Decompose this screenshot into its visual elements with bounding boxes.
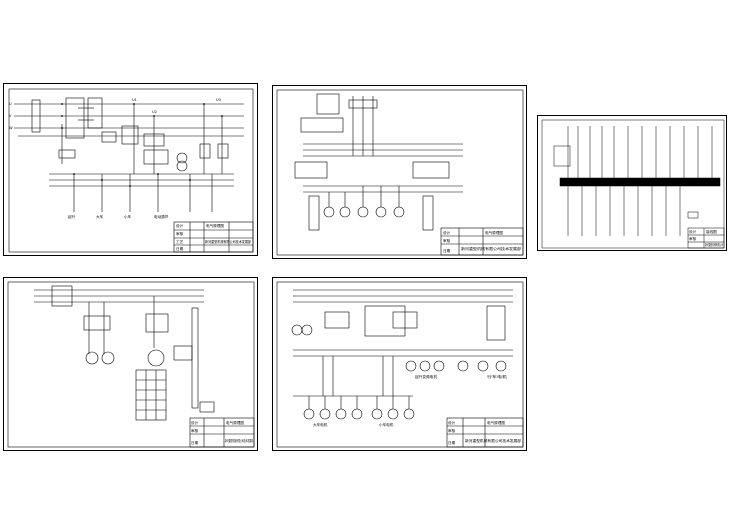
tb3-cell-0: 设计 — [689, 229, 697, 234]
group-label-1: 起升变频电机 — [415, 374, 437, 379]
tb5-cell-0: 设计 — [448, 420, 456, 425]
bottom-label-3: 小车 — [124, 214, 132, 219]
tb5-company: 新河重型机械有限公司技术发展部 — [465, 438, 521, 443]
group-label-4: 小车电机 — [379, 422, 394, 427]
schematic-4: 设计 审核 日期 电气原理图 新河重型机械有限公司技术发展部 — [7, 281, 255, 448]
tb5-cell-1: 审核 — [448, 428, 456, 433]
bottom-label-2: 大车 — [96, 214, 104, 219]
tb2-cell-1: 审核 — [443, 238, 451, 243]
tb2-company: 新河重型机械有限公司技术发展部 — [461, 246, 521, 251]
drawing-sheet-4: 设计 审核 日期 电气原理图 新河重型机械有限公司技术发展部 — [3, 277, 258, 451]
bus-label-u2: U2 — [152, 110, 157, 114]
drawing-sheet-2: 设计 审核 日期 电气原理图 新河重型机械有限公司技术发展部 — [272, 85, 527, 259]
tb2-cell-0: 设计 — [443, 230, 451, 235]
bus-label-u: U — [9, 102, 12, 106]
drawing-sheet-1: U V W U1 U2 U3 起升 大车 小车 电动葫芦 设计 审核 工艺 日期… — [3, 83, 258, 256]
group-label-3: 大车电机 — [313, 422, 328, 427]
tb1-cell-6: 日期 — [176, 246, 184, 251]
tb3-title: 接线图 — [706, 229, 717, 234]
tb2-cell-3: 日期 — [443, 248, 451, 253]
schematic-3: 设计 审核 接线图 新河重型机械有限公司 — [541, 119, 725, 249]
group-label-2: 行车电机 — [487, 374, 508, 379]
tb1-company: 新河重型机械有限公司技术发展部 — [205, 239, 251, 244]
tb1-cell-2: 工艺 — [176, 239, 184, 244]
bus-label-v: V — [9, 114, 12, 118]
bus-label-u1: U1 — [132, 98, 137, 102]
bus-label-w: W — [9, 126, 13, 130]
tb4-cell-0: 设计 — [191, 420, 199, 425]
tb2-title: 电气原理图 — [485, 230, 503, 235]
drawing-sheet-3: 设计 审核 接线图 新河重型机械有限公司 — [537, 115, 727, 251]
schematic-2: 设计 审核 日期 电气原理图 新河重型机械有限公司技术发展部 — [276, 89, 524, 256]
tb3-company: 新河重型机械有限公司 — [705, 242, 723, 247]
tb4-company: 新河重型机械有限公司技术发展部 — [225, 438, 253, 443]
schematic-1: U V W U1 U2 U3 起升 大车 小车 电动葫芦 设计 审核 工艺 日期… — [8, 88, 254, 253]
tb5-cell-3: 日期 — [448, 440, 456, 445]
bus-label-u3: U3 — [216, 98, 221, 102]
tb1-cell-1: 审核 — [176, 231, 184, 236]
bottom-label-4: 电动葫芦 — [154, 214, 169, 219]
schematic-5: 起升变频电机 行车电机 大车电机 小车电机 设计 审核 日期 电气原理图 新河重… — [276, 281, 524, 448]
tb1-title: 电气原理图 — [206, 223, 224, 228]
tb5-title: 电气原理图 — [487, 420, 505, 425]
tb4-title: 电气原理图 — [226, 420, 244, 425]
drawing-sheet-5: 起升变频电机 行车电机 大车电机 小车电机 设计 审核 日期 电气原理图 新河重… — [272, 277, 527, 451]
tb4-cell-3: 日期 — [191, 440, 199, 445]
tb4-cell-1: 审核 — [191, 428, 199, 433]
tb3-cell-1: 审核 — [689, 236, 697, 241]
bottom-label-1: 起升 — [68, 214, 76, 219]
tb1-cell-0: 设计 — [176, 223, 184, 228]
